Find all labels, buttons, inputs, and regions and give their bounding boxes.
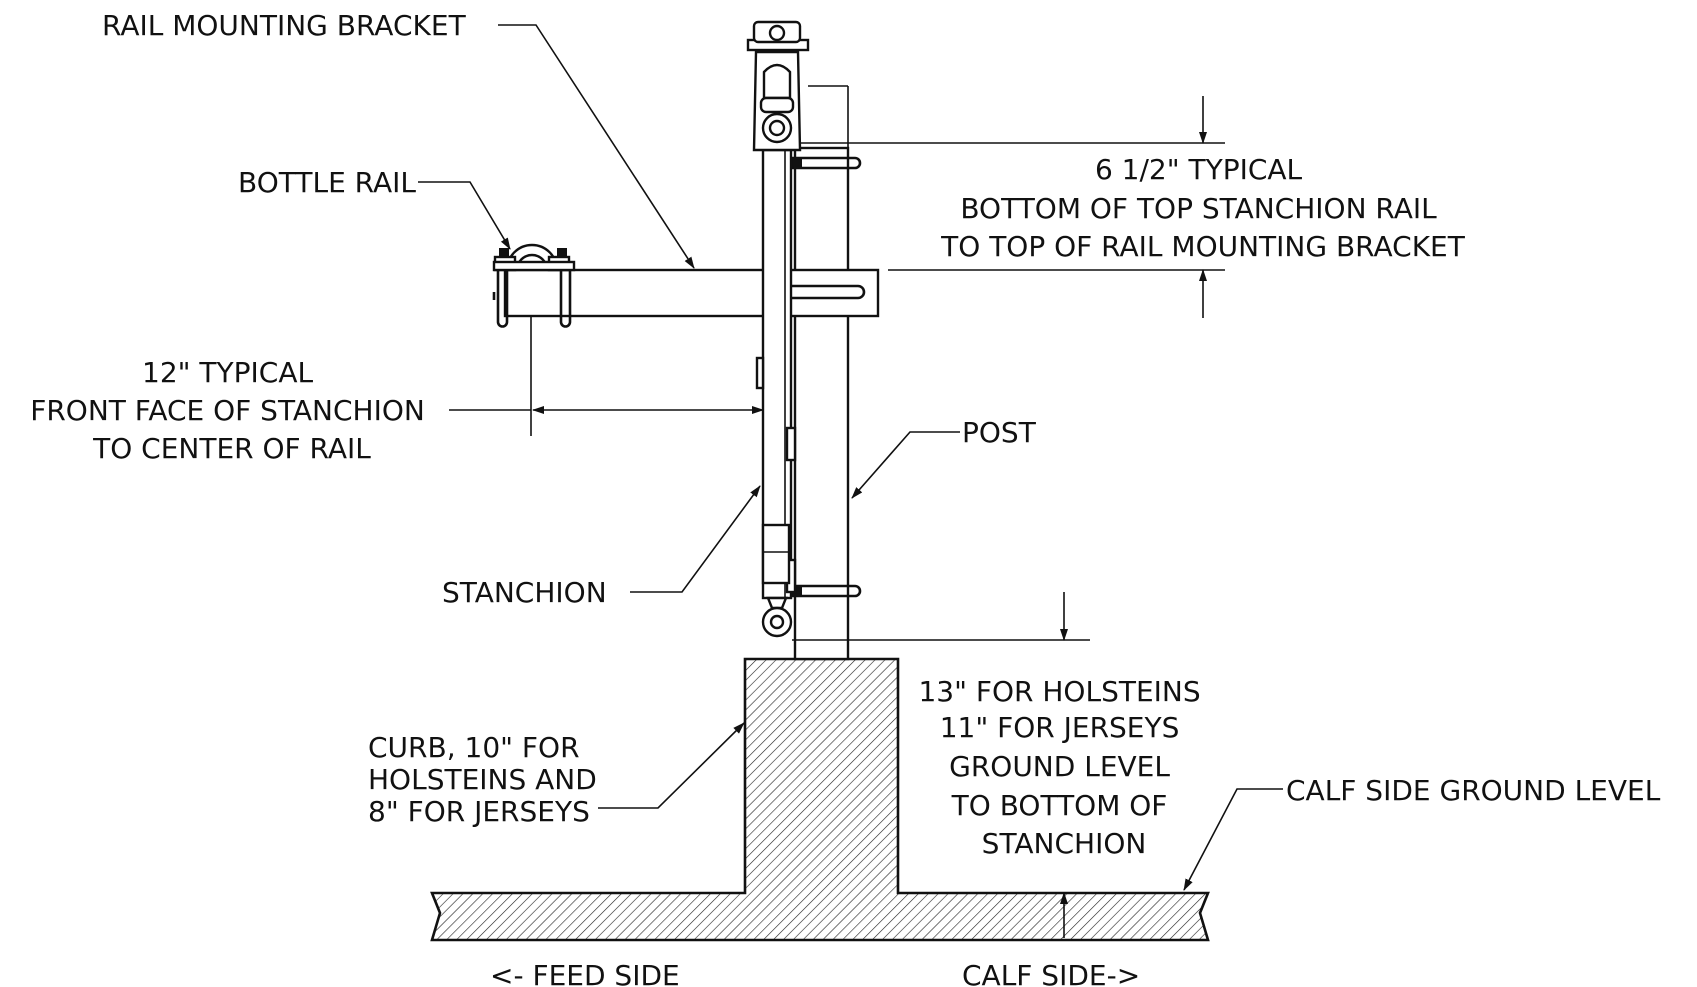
leader-post	[851, 431, 960, 499]
label-feed-side: <- FEED SIDE	[490, 959, 680, 987]
stanchion-top-head	[746, 20, 849, 152]
label-bottle-rail: BOTTLE RAIL	[238, 166, 416, 199]
label-stanchion: STANCHION	[442, 576, 607, 609]
rail-mounting-bracket	[503, 268, 880, 318]
post-clamp-upper	[790, 156, 862, 170]
dimension-rail-text: 12" TYPICAL FRONT FACE OF STANCHION TO C…	[30, 356, 434, 465]
post-clamp-lower	[790, 584, 862, 598]
label-post: POST	[962, 416, 1037, 449]
dimension-stanchion-height	[792, 592, 1090, 938]
ground-and-curb	[430, 657, 1210, 942]
leader-curb	[598, 722, 745, 809]
label-rail-mounting-bracket: RAIL MOUNTING BRACKET	[102, 9, 467, 42]
post-clamp-bracket	[790, 284, 866, 300]
dimension-top-text: 6 1/2" TYPICAL BOTTOM OF TOP STANCHION R…	[940, 153, 1466, 263]
dimension-curb-text: CURB, 10" FOR HOLSTEINS AND 8" FOR JERSE…	[368, 731, 606, 828]
dimension-stanchion-height-text: 13" FOR HOLSTEINS 11" FOR JERSEYS GROUND…	[918, 675, 1209, 860]
stanchion-bottom-roller	[761, 596, 793, 638]
label-calf-side: CALF SIDE->	[962, 959, 1140, 987]
leader-bottle-rail	[418, 181, 511, 250]
post	[793, 146, 850, 661]
bottle-rail	[492, 243, 576, 436]
stanchion	[755, 148, 797, 600]
leader-stanchion	[630, 485, 761, 593]
label-calf-side-ground-level: CALF SIDE GROUND LEVEL	[1286, 774, 1661, 807]
leader-calf-side-ground-level	[1183, 788, 1283, 891]
leader-rail-mounting-bracket	[498, 24, 695, 269]
dimension-top-bracket	[800, 96, 1225, 318]
